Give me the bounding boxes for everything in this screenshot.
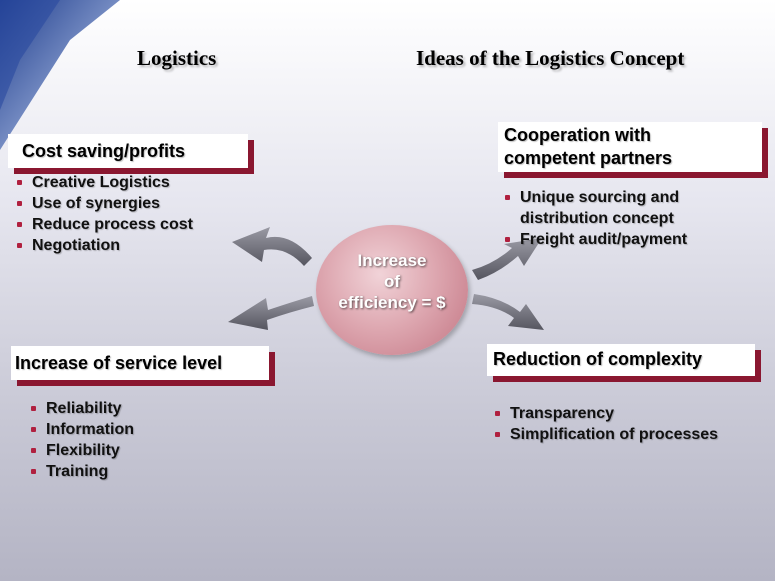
cost-saving-list: Creative Logistics Use of synergies Redu… [14, 172, 193, 256]
efficiency-line: Increase [357, 251, 427, 270]
cooperation-title-line: competent partners [504, 148, 673, 168]
curved-arrow-icon [472, 294, 544, 330]
list-item: Use of synergies [14, 193, 193, 214]
service-level-list: Reliability Information Flexibility Trai… [28, 398, 134, 482]
list-item: Transparency [492, 403, 718, 424]
curved-arrow-icon [228, 296, 314, 330]
list-item: Reliability [28, 398, 134, 419]
slide-title-logistics: Logistics [137, 46, 217, 70]
efficiency-line: efficiency = $ [338, 293, 446, 312]
efficiency-line: of [383, 272, 401, 291]
curved-arrow-icon [232, 227, 312, 266]
list-item-continuation: distribution concept [520, 210, 674, 227]
cooperation-box: Cooperation with competent partners [498, 122, 762, 172]
list-item: Freight audit/payment [502, 229, 687, 250]
list-item: Flexibility [28, 440, 134, 461]
cost-saving-box: Cost saving/profits [8, 134, 248, 168]
efficiency-label: Increase of efficiency = $ [316, 250, 468, 313]
list-item: Simplification of processes [492, 424, 718, 445]
complexity-list: Transparency Simplification of processes [492, 403, 718, 445]
service-level-box: Increase of service level [11, 346, 269, 380]
list-item: Reduce process cost [14, 214, 193, 235]
list-item: Information [28, 419, 134, 440]
cooperation-title-line: Cooperation with [504, 125, 651, 145]
complexity-box: Reduction of complexity [487, 344, 755, 376]
list-item: Creative Logistics [14, 172, 193, 193]
list-item: Training [28, 461, 134, 482]
efficiency-circle [316, 225, 468, 355]
slide-title-ideas: Ideas of the Logistics Concept [416, 46, 685, 70]
list-item: Negotiation [14, 235, 193, 256]
list-item: Unique sourcing and [502, 187, 687, 208]
cooperation-list: Unique sourcing and distribution concept… [502, 187, 687, 250]
